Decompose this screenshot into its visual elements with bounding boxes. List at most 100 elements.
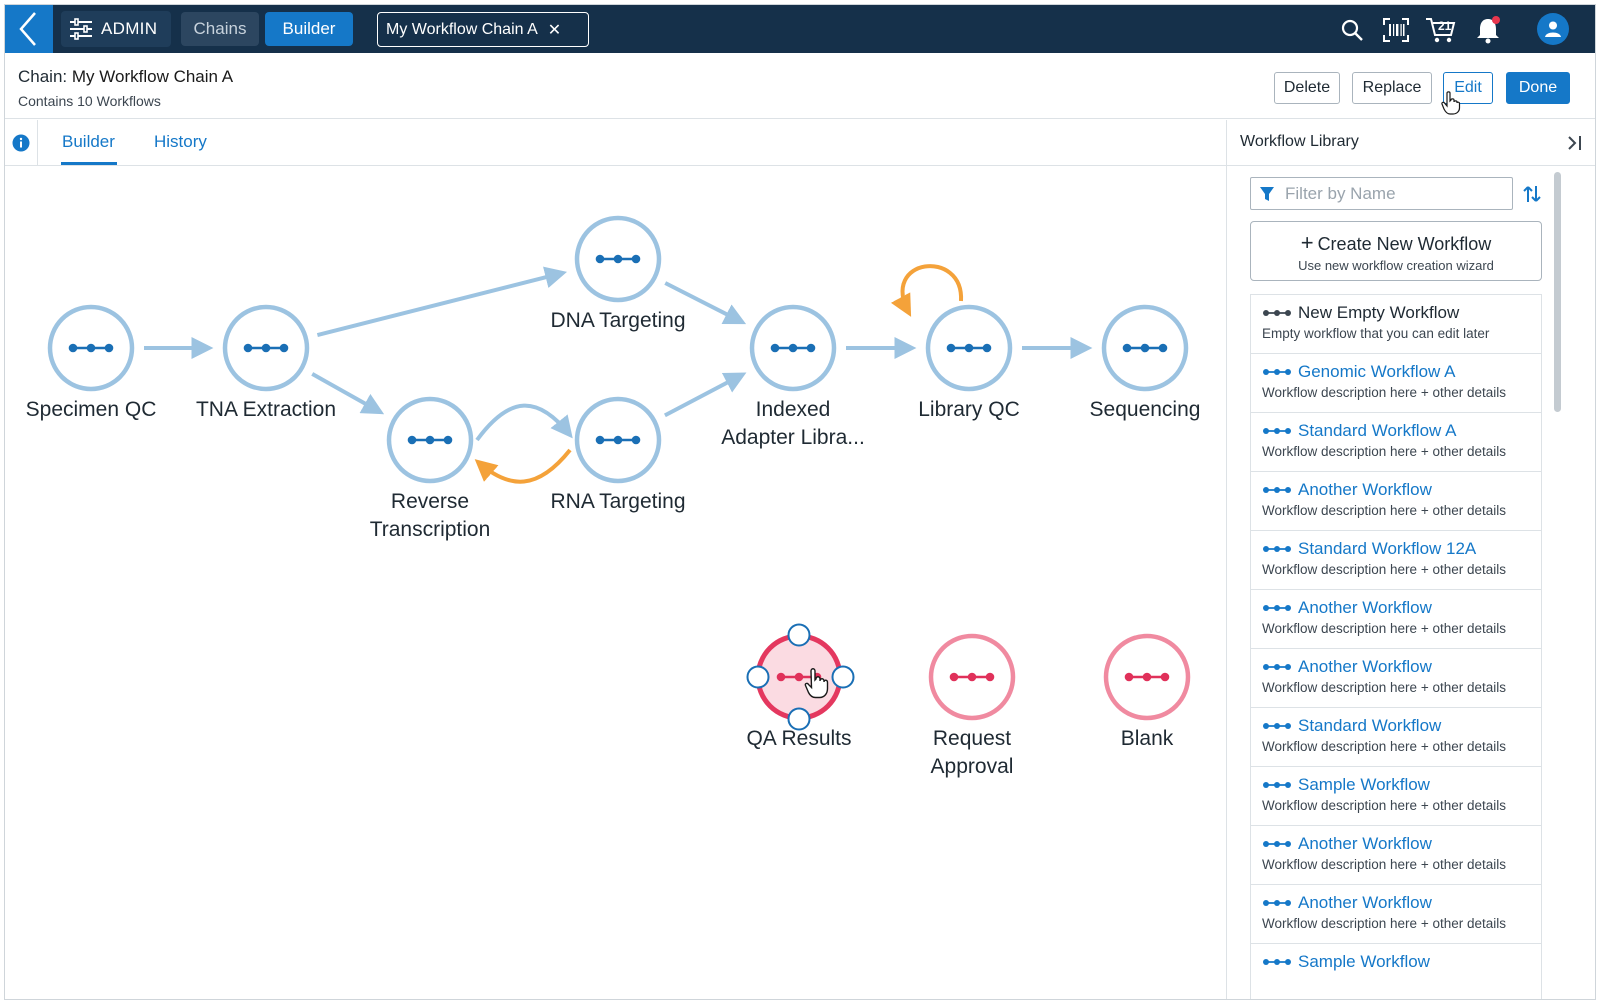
workflow-dots-icon [595,435,641,445]
node-label-line: Blank [1120,727,1174,750]
admin-button[interactable]: ADMIN [61,11,171,47]
node-dna-targeting[interactable] [574,215,662,303]
resize-handle[interactable] [831,665,855,689]
info-icon [12,134,30,152]
workflow-graph [47,215,1191,731]
edge-reverse-transcription-to-rna-targeting[interactable] [475,403,573,442]
node-sequencing[interactable] [1101,304,1189,392]
list-item[interactable]: Genomic Workflow A Workflow description h… [1251,353,1541,413]
resize-handle[interactable] [787,707,811,731]
search-icon[interactable] [1337,15,1367,45]
workflow-dots-icon [770,343,816,353]
node-blank[interactable] [1103,633,1191,721]
admin-sliders-icon [61,18,101,40]
bell-icon[interactable] [1473,15,1503,45]
list-item-desc: Workflow description here + other detail… [1262,562,1506,577]
list-item-name: Another Workflow [1298,598,1432,617]
node-specimen-qc[interactable] [47,304,135,392]
delete-button[interactable]: Delete [1274,72,1340,104]
create-title: Create New Workflow [1317,234,1492,254]
node-label-line: Reverse [390,490,470,513]
list-item-name: Another Workflow [1298,834,1432,853]
app-window: ADMIN Chains Builder My Workflow Chain A… [4,4,1596,1000]
workflow-dots-icon [1263,487,1291,493]
done-button[interactable]: Done [1506,72,1570,104]
workflow-dots-icon [1122,343,1168,353]
collapse-panel-icon[interactable] [1565,133,1585,153]
edge-dna-targeting-to-indexed-adapter[interactable] [664,281,747,325]
close-icon[interactable]: ✕ [547,21,562,39]
sort-icon[interactable] [1523,184,1541,204]
node-rna-targeting[interactable] [574,396,662,484]
list-item[interactable]: Sample Workflow [1251,943,1541,999]
resize-handle[interactable] [787,623,811,647]
barcode-icon[interactable] [1381,15,1411,45]
node-label-line: Transcription [369,518,491,541]
node-library-qc[interactable] [925,304,1013,392]
node-label-line: Adapter Libra... [721,426,865,449]
create-subtitle: Use new workflow creation wizard [1298,258,1494,273]
tab-chains[interactable]: Chains [181,12,259,46]
workflow-dots-icon [1263,369,1291,375]
list-item-name: Another Workflow [1298,480,1432,499]
user-icon[interactable] [1537,13,1569,45]
tab-history[interactable]: History [154,132,207,151]
list-item-name: Standard Workflow A [1298,421,1457,440]
info-button[interactable] [5,120,38,166]
edge-library-qc-to-library-qc[interactable] [890,264,964,317]
edge-tna-extraction-to-dna-targeting[interactable] [316,266,568,337]
library-scrollbar[interactable] [1554,172,1561,412]
cart-icon[interactable]: 21 [1423,15,1459,45]
node-label-specimen-qc: Specimen QC [26,396,157,424]
workflow-dots-icon [595,254,641,264]
back-button[interactable] [5,5,53,53]
node-label-dna-targeting: DNA Targeting [550,307,685,335]
list-item-name: Genomic Workflow A [1298,362,1456,381]
node-request-approval[interactable] [928,633,1016,721]
edge-rna-targeting-to-indexed-adapter[interactable] [663,372,747,418]
list-item-header: Another Workflow [1262,834,1541,854]
tab-builder-view[interactable]: Builder [62,132,115,151]
node-tna-extraction[interactable] [222,304,310,392]
open-chain-tab[interactable]: My Workflow Chain A ✕ [377,12,589,47]
chain-header: Chain: My Workflow Chain A Contains 10 W… [5,53,1595,119]
filter-field[interactable] [1250,177,1513,210]
resize-handle[interactable] [746,665,770,689]
filter-input[interactable] [1285,183,1505,204]
list-item-name: Another Workflow [1298,893,1432,912]
node-reverse-transcription[interactable] [386,396,474,484]
tab-builder[interactable]: Builder [265,12,353,46]
list-item-header: Genomic Workflow A [1262,362,1541,382]
list-item-name: New Empty Workflow [1298,303,1460,322]
list-item-desc: Workflow description here + other detail… [1262,385,1506,400]
workflow-dots-icon [68,343,114,353]
list-item-desc: Workflow description here + other detail… [1262,798,1506,813]
plus-icon: + [1300,230,1314,255]
node-qa-results[interactable] [746,623,855,731]
hand-cursor-icon [1441,91,1461,115]
replace-button[interactable]: Replace [1352,72,1432,104]
node-indexed-adapter[interactable] [749,304,837,392]
node-label-line: RNA Targeting [550,490,686,513]
workflow-dots-icon [1263,546,1291,552]
edge-rna-targeting-to-reverse-transcription[interactable] [474,448,572,484]
cart-count: 21 [1438,19,1452,33]
list-item-header: Sample Workflow [1262,775,1541,795]
list-item-desc: Workflow description here + other detail… [1262,621,1506,636]
active-tab-indicator [61,162,117,165]
create-new-workflow-button[interactable]: +Create New Workflow Use new workflow cr… [1250,221,1542,281]
edge-tna-extraction-to-reverse-transcription[interactable] [311,372,385,415]
